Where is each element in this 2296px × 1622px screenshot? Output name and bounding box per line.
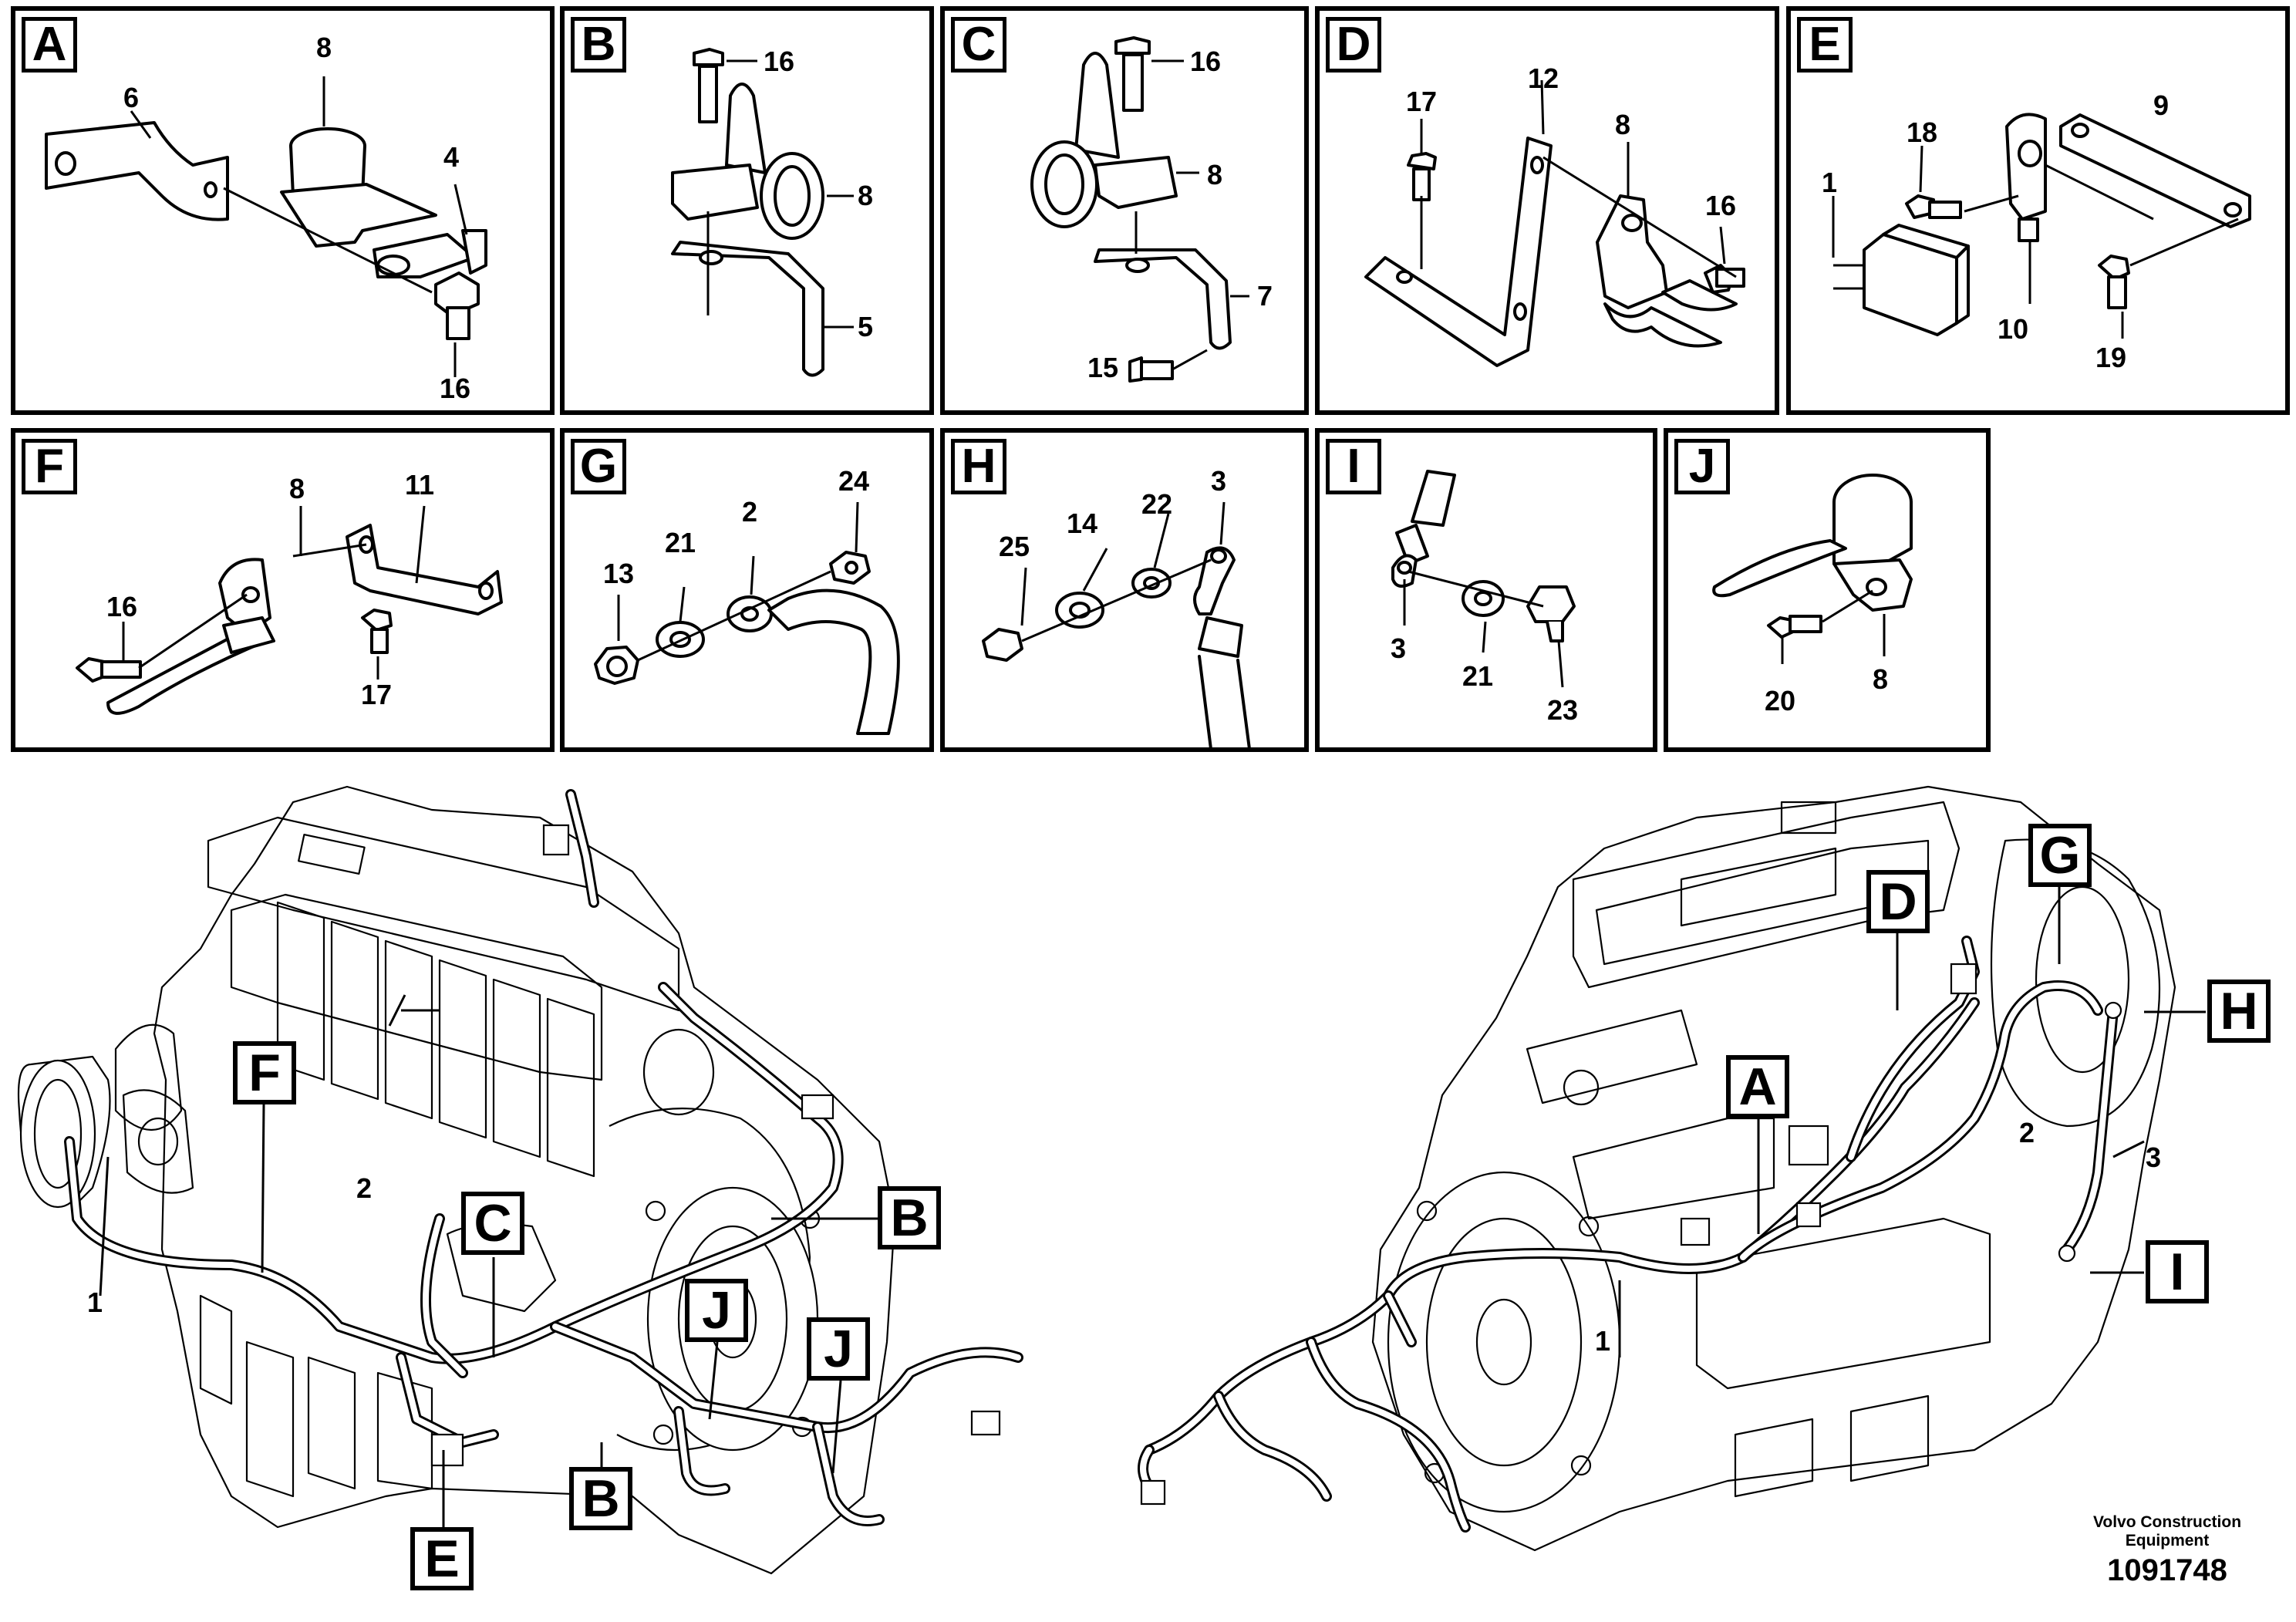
callout-7: 7: [1257, 280, 1273, 312]
callout-16: 16: [1705, 190, 1737, 221]
company-name: Volvo Construction Equipment: [2090, 1513, 2244, 1550]
panel-letter: F: [22, 439, 77, 494]
callout-3: 3: [1211, 465, 1227, 497]
callout-2: 2: [742, 496, 758, 528]
panel-letter: G: [571, 439, 626, 494]
panel-letter: D: [1326, 17, 1381, 73]
locator-tag-c: C: [461, 1192, 524, 1255]
bracket-clamp-drawing: [1030, 36, 1249, 383]
locator-tag-b-upper: B: [878, 1186, 941, 1249]
callout-8: 8: [1207, 159, 1223, 191]
detail-panel-g: G 24 21 2 13: [560, 428, 934, 752]
callout-3: 3: [1391, 632, 1407, 664]
locator-tag-i: I: [2146, 1240, 2209, 1303]
locator-tag-h: H: [2207, 980, 2271, 1043]
engine-overview: F C B J J E B 2 1 G D H A I 2 3 1: [0, 756, 2296, 1622]
left-harness: [64, 789, 1023, 1526]
detail-panel-d: D 17 12 8 16: [1315, 6, 1779, 415]
right-engine-outline: [1371, 785, 2176, 1552]
detail-panel-f: F 8 11 16 17: [11, 428, 555, 752]
callout-21: 21: [1462, 660, 1494, 692]
callout-25: 25: [999, 531, 1030, 562]
detail-panel-j: J 20 8: [1664, 428, 1991, 752]
locator-tag-j-right: J: [807, 1317, 870, 1381]
company-line-1: Volvo Construction: [2092, 1513, 2242, 1531]
cable-label-1: 1: [1595, 1325, 1611, 1357]
detail-panel-b: B 16 8 5: [560, 6, 934, 415]
connector-bracket-drawing: [1832, 113, 2251, 339]
nut-washer-cable-drawing: [594, 501, 900, 735]
right-harness: [1138, 936, 2122, 1533]
locator-tag-b-lower: B: [569, 1467, 632, 1530]
detail-panel-i: I 3 21 23: [1315, 428, 1657, 752]
callout-21: 21: [665, 527, 696, 558]
detail-panel-c: C 16 8 7 15: [940, 6, 1309, 415]
callout-16: 16: [106, 591, 138, 622]
callout-17: 17: [1406, 86, 1438, 117]
panel-letter: E: [1797, 17, 1853, 73]
cable-label-2: 2: [356, 1172, 373, 1204]
callout-16: 16: [1190, 46, 1222, 77]
locator-tag-f: F: [233, 1041, 296, 1104]
locator-tag-g: G: [2028, 824, 2092, 887]
bracket-clamp-drawing: [1364, 79, 1745, 367]
drawing-id: 1091748: [2107, 1553, 2227, 1587]
panel-letter: B: [571, 17, 626, 73]
engine-line-art: [17, 785, 2206, 1575]
cable-label-1: 1: [87, 1286, 103, 1318]
callout-4: 4: [443, 141, 460, 173]
locator-tag-a: A: [1726, 1055, 1789, 1118]
callout-8: 8: [858, 180, 874, 211]
callout-1: 1: [1822, 167, 1838, 198]
callout-22: 22: [1141, 488, 1173, 520]
callout-8: 8: [1873, 663, 1889, 695]
callout-11: 11: [405, 469, 435, 501]
detail-panel-a: A 8 6 4 16: [11, 6, 555, 415]
callout-8: 8: [1615, 109, 1631, 140]
panel-letter: J: [1674, 439, 1730, 494]
right-leaders: [1618, 887, 2206, 1357]
cable-label-3: 3: [2146, 1141, 2162, 1173]
callout-18: 18: [1907, 116, 1938, 148]
detail-panel-e: E 18 9 1 10 19: [1786, 6, 2290, 415]
panel-letter: A: [22, 17, 77, 73]
callout-14: 14: [1067, 508, 1098, 539]
callout-10: 10: [1998, 313, 2029, 345]
panel-letter: H: [951, 439, 1006, 494]
callout-15: 15: [1087, 352, 1119, 383]
bracket-clamp-drawing: [45, 76, 487, 377]
clamp-bolt-drawing: [1712, 474, 1913, 664]
callout-19: 19: [2095, 342, 2127, 373]
callout-16: 16: [764, 46, 795, 77]
callout-20: 20: [1765, 685, 1796, 717]
company-line-2: Equipment: [2125, 1532, 2210, 1549]
cable-lug-drawing: [982, 501, 1251, 747]
bracket-clamp-drawing: [671, 48, 854, 377]
callout-5: 5: [858, 311, 874, 342]
callout-13: 13: [603, 558, 635, 589]
callout-17: 17: [361, 679, 393, 710]
clamp-bracket-drawing: [76, 505, 503, 715]
callout-24: 24: [838, 465, 870, 497]
detail-panel-h: H 3 22 14 25: [940, 428, 1309, 752]
locator-tag-e: E: [410, 1527, 474, 1590]
callout-9: 9: [2153, 89, 2170, 121]
callout-12: 12: [1528, 62, 1559, 94]
callout-8: 8: [316, 32, 332, 63]
locator-tag-d: D: [1866, 870, 1930, 933]
cable-label-2: 2: [2019, 1117, 2035, 1148]
callout-23: 23: [1547, 694, 1579, 726]
cable-bolt-drawing: [1391, 470, 1576, 688]
callout-16: 16: [440, 373, 471, 404]
panel-letter: C: [951, 17, 1006, 73]
callout-6: 6: [123, 82, 140, 113]
callout-8: 8: [289, 473, 305, 504]
locator-tag-j-left: J: [685, 1279, 748, 1342]
panel-letter: I: [1326, 439, 1381, 494]
